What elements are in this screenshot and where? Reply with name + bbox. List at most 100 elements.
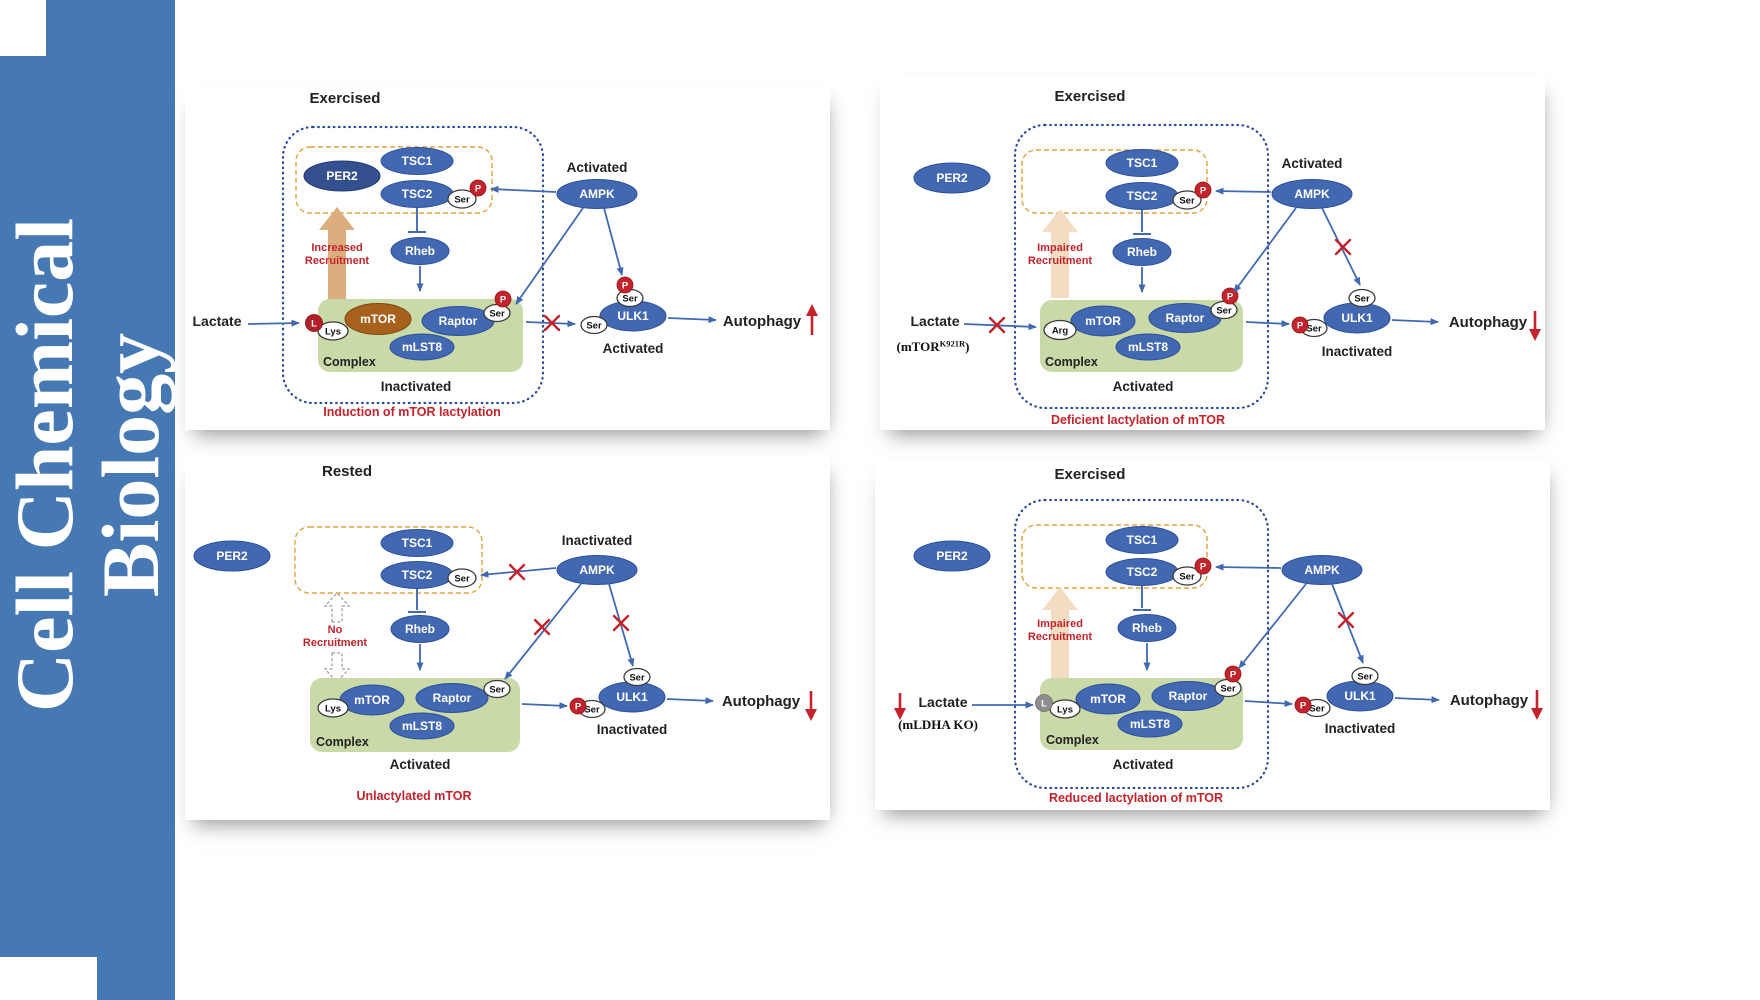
arrow-complex-to-ulk1 [521,702,568,710]
tsc1-node: TSC1 [1105,526,1179,554]
raptor-label: Raptor [1169,689,1208,703]
ulk1-phospho-badge: P [569,697,587,715]
mtor-lys-site: Lys [317,321,349,341]
raptor-node: Raptor [1148,303,1222,333]
rheb-node: Rheb [390,237,450,265]
lys-label: Lys [325,327,341,338]
ser-label: Ser [1309,704,1325,715]
ulk1-node: ULK1 [1323,302,1391,334]
ampk-label: AMPK [579,187,615,201]
inhibition-x-icon [988,316,1006,334]
recruitment-label-line2: Recruitment [305,255,370,267]
lys-label: Lys [1057,705,1073,716]
rheb-node: Rheb [390,615,450,643]
raptor-node: Raptor [415,683,489,713]
journal-title-line2: Biology [84,332,176,598]
tsc2-label: TSC2 [1127,565,1158,579]
autophagy-up-arrow-icon [806,304,818,335]
ulk1-label: ULK1 [1341,311,1373,325]
rheb-label: Rheb [1127,245,1157,259]
lactate-reduced-arrow-icon [894,693,906,720]
autophagy-label: Autophagy [1449,314,1528,331]
recruitment-label-line1: Impaired [1037,618,1083,630]
phospho-label: P [1200,186,1207,197]
inhibition-x-icon [1334,238,1352,256]
tsc2-label: TSC2 [402,568,433,582]
recruitment-arrow [319,207,355,300]
ampk-state-label: Activated [567,160,628,175]
complex-label: Complex [1045,355,1098,369]
autophagy-down-arrow-icon [1531,690,1543,720]
arrow-ampk-to-ulk1 [1331,583,1364,664]
arrow-ampk-to-raptor [515,207,584,305]
ser-label: Ser [1216,306,1232,317]
mlst8-node: mLST8 [1117,710,1183,738]
rheb-node: Rheb [1112,238,1172,266]
mtor-node: mTOR [1070,305,1136,337]
ulk1-phospho-badge: P [1294,696,1312,714]
ser-label: Ser [454,195,470,206]
arrow-complex-to-ulk1 [1245,320,1290,328]
arrow-ampk-to-tsc2 [1215,187,1272,195]
lactyl-label: L [311,319,317,330]
ampk-label: AMPK [1294,187,1330,201]
panel-exercised-wt: Exercised Increased Recruitment PER2 TSC… [185,85,830,430]
ulk1-label: ULK1 [1344,689,1376,703]
rheb-label: Rheb [1132,621,1162,635]
sidebar-top-notch [0,0,46,56]
pathway-diagram-exercised-wt: Exercised Increased Recruitment PER2 TSC… [192,90,818,419]
ampk-node: AMPK [556,179,638,209]
ulk1-node: ULK1 [599,300,667,332]
rheb-node: Rheb [1117,614,1177,642]
lactate-label: Lactate [910,313,959,329]
arrow-ampk-to-raptor [1238,583,1307,669]
autophagy-down-arrow-icon [1529,311,1541,341]
arrow-ampk-to-ulk1 [603,207,624,276]
panel-caption: Unlactylated mTOR [356,789,471,803]
tsc2-phospho-badge: P [1194,181,1212,199]
ampk-node: AMPK [556,555,638,585]
ampk-state-label: Inactivated [562,533,633,548]
arrow-ampk-to-raptor [504,583,582,680]
arrow-ulk1-to-autophagy [666,697,714,705]
recruitment-label-line2: Recruitment [1028,255,1093,267]
per2-tsc-dashed-box [1021,149,1208,214]
journal-title: Cell Chemical Biology [0,0,176,1000]
tsc2-ser-site: Ser [447,568,477,588]
complex-state-label: Activated [1113,757,1174,772]
tsc2-node: TSC2 [380,561,454,589]
panel-title: Exercised [1055,466,1126,483]
phospho-label: P [500,295,507,306]
recruitment-label-line2: Recruitment [1028,631,1093,643]
mlst8-label: mLST8 [402,340,442,354]
tsc2-ser-site: Ser [1172,190,1202,210]
ser-label: Ser [586,321,602,332]
panel-rested: Rested PER2 TSC1 TSC2 Ser Inactivated AM… [185,455,830,820]
mtor-lactyl-badge: L [305,314,323,332]
complex-state-label: Activated [390,757,451,772]
tsc2-label: TSC2 [402,187,433,201]
mtor-label: mTOR [1090,692,1126,706]
tsc2-node: TSC2 [1105,182,1179,210]
lactyl-label: L [1041,699,1047,710]
lactate-label: Lactate [192,313,241,329]
per2-label: PER2 [936,171,968,185]
raptor-ser-site: Ser [483,679,511,699]
ser-label: Ser [1354,294,1370,305]
rheb-label: Rheb [405,622,435,636]
complex-state-label: Activated [1113,379,1174,394]
ser-label: Ser [454,574,470,585]
ampk-state-label: Activated [1282,156,1343,171]
raptor-ser-site: Ser [1214,678,1242,698]
phospho-label: P [1300,701,1307,712]
mlst8-node: mLST8 [389,333,455,361]
lactate-label: Lactate [918,694,967,710]
ulk1-state-label: Inactivated [1325,721,1396,736]
phospho-label: P [575,702,582,713]
recruitment-arrow-faded [1042,209,1078,298]
ulk1-ser-site-left: Ser [580,315,608,335]
per2-node: PER2 [913,540,991,572]
inhibition-x-icon [1337,611,1355,629]
mlst8-node: mLST8 [1115,333,1181,361]
